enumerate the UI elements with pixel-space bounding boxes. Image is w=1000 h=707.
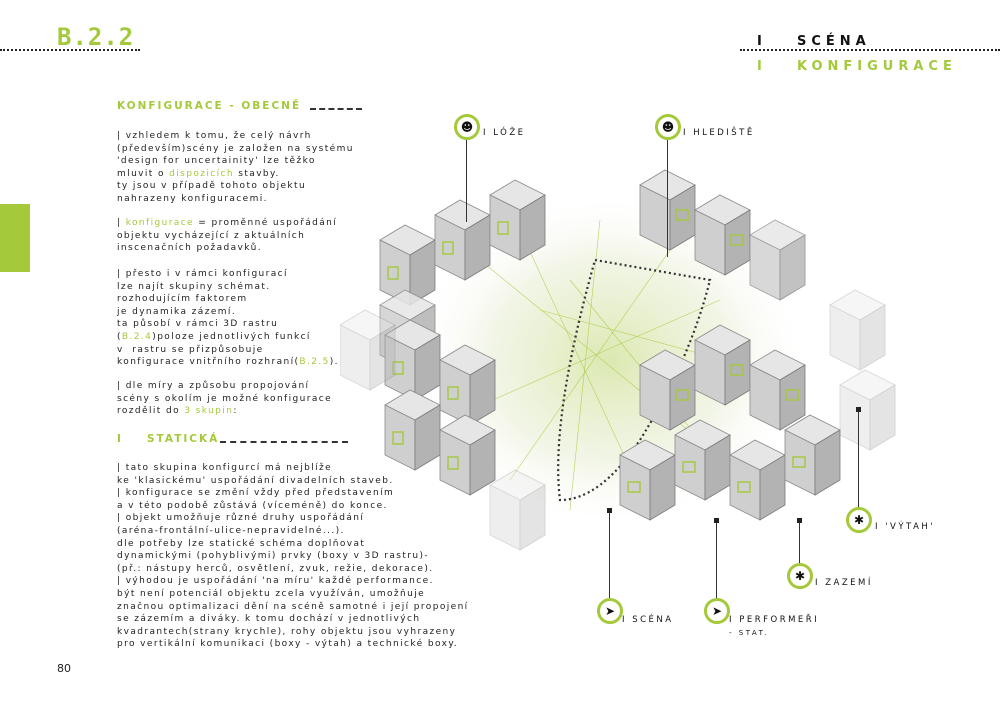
audience-icon: ☻ (454, 114, 480, 140)
header-konfigurace-label: KONFIGURACE (797, 59, 957, 74)
p3-ref-b24: B.2.4 (121, 331, 153, 342)
header-scena-label: SCÉNA (797, 34, 871, 49)
header-marker: I (757, 34, 767, 49)
leader-line-loze (466, 137, 467, 222)
heading-dashed-rule (310, 108, 362, 110)
leader-line-vytah (858, 410, 859, 508)
callout-scena: I SCÉNA (622, 615, 674, 625)
cube-group-lower-right (619, 324, 841, 521)
callout-hlediste: I HLEDIŠTĚ (683, 128, 755, 138)
leader-endpoint (607, 508, 612, 513)
p4-highlight: 3 skupin (184, 406, 234, 417)
page-number: 80 (57, 662, 71, 675)
heading-dashed-rule (220, 441, 348, 443)
paragraph-2: | konfigurace = proměnné uspořádání obje… (117, 217, 337, 255)
leader-endpoint (856, 407, 861, 412)
p3-text-a: | přesto i v rámci konfigurací lze najít… (117, 269, 288, 342)
callout-loze: I LÓŽE (483, 128, 526, 138)
p4-text-b: : (233, 406, 238, 417)
gear-icon: ✱ (846, 507, 872, 533)
callout-vytah: I 'VÝTAH' (875, 522, 936, 532)
section-code: B.2.2 (57, 23, 135, 51)
header-scena: I SCÉNA (757, 34, 871, 50)
header-marker: I (757, 59, 767, 74)
paragraph-3: | přesto i v rámci konfigurací lze najít… (117, 268, 339, 369)
p2-text-b: = proměnné uspořádání objektu vycházejíc… (117, 218, 338, 254)
top-dotted-rule-left (0, 49, 140, 51)
runner-icon: ➤ (704, 598, 730, 624)
stage-boundary (557, 258, 712, 502)
leader-line-scena (609, 510, 610, 598)
paragraph-4: | dle míry a způsobu propojování scény s… (117, 380, 332, 418)
p1-highlight: dispozicích (169, 168, 235, 179)
leader-line-zazemi (799, 520, 800, 564)
top-dotted-rule-right (740, 49, 1000, 51)
heading-marker: I (117, 433, 123, 445)
stage-configuration-diagram (340, 169, 896, 551)
paragraph-staticka: | tato skupina konfigurcí má nejblíže ke… (117, 463, 469, 650)
header-konfigurace: I KONFIGURACE (757, 59, 957, 75)
leader-line-performeri (716, 520, 717, 598)
audience-icon: ☻ (655, 114, 681, 140)
callout-performeri: I PERFORMEŘI (729, 615, 820, 625)
leader-endpoint (714, 518, 719, 523)
leader-endpoint (797, 518, 802, 523)
section-heading-staticka: I STATICKÁ (117, 432, 219, 446)
runner-icon: ➤ (597, 598, 623, 624)
leader-line-hlediste (667, 137, 668, 257)
p2-text-a: | (117, 218, 126, 228)
cube-group-upper-right (639, 169, 806, 301)
ghost-cubes (340, 289, 896, 551)
p3-ref-b25: B.2.5 (299, 357, 330, 368)
section-heading-obecne: KONFIGURACE - OBECNĚ (117, 99, 301, 113)
p3-text-b: )poloze jednotlivých funkcí v rastru se … (117, 331, 311, 368)
gear-icon: ✱ (787, 563, 813, 589)
p1-text-b: stavby. ty jsou v případě tohoto objektu… (117, 168, 307, 204)
side-tab-marker (0, 204, 30, 272)
heading-text: STATICKÁ (147, 433, 220, 445)
p2-highlight: konfigurace (125, 218, 194, 228)
p3-text-c: ). (329, 357, 339, 368)
callout-zazemi: I ZAZEMÍ (815, 578, 873, 588)
p1-text-a: | vzhledem k tomu, že celý návrh (předev… (117, 131, 354, 179)
cube-group-left (384, 319, 496, 496)
paragraph-1: | vzhledem k tomu, že celý návrh (předev… (117, 130, 354, 206)
callout-performeri-sub: - STAT. (729, 629, 770, 637)
heading-text: KONFIGURACE - OBECNĚ (117, 100, 302, 112)
p4-text-a: | dle míry a způsobu propojování scény s… (117, 381, 333, 417)
